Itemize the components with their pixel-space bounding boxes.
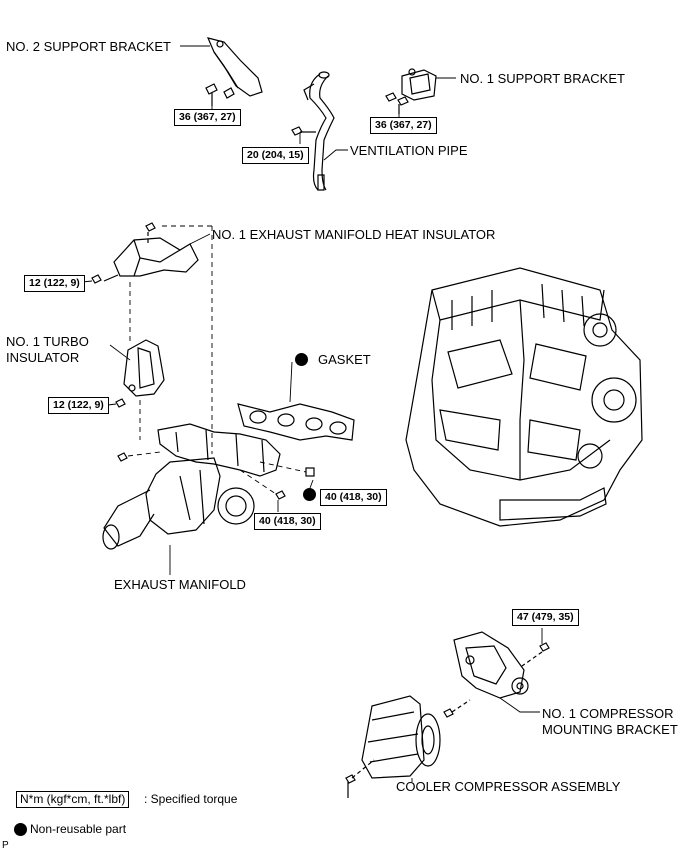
legend-non-reusable-marker bbox=[14, 823, 27, 836]
no2-support-bracket-part bbox=[205, 37, 263, 106]
leader-lines bbox=[81, 45, 543, 782]
no1-support-bracket-part bbox=[385, 68, 437, 114]
compressor-bracket-label-line1: NO. 1 COMPRESSOR bbox=[542, 706, 674, 721]
torque-no1-bracket: 36 (367, 27) bbox=[370, 117, 437, 134]
turbo-insulator-label-line2: INSULATOR bbox=[6, 350, 80, 365]
torque-compressor-bracket: 47 (479, 35) bbox=[512, 609, 579, 626]
ventilation-pipe-label: VENTILATION PIPE bbox=[350, 143, 468, 158]
legend-torque-desc: : Specified torque bbox=[144, 792, 238, 806]
no2-support-bracket-label: NO. 2 SUPPORT BRACKET bbox=[6, 39, 171, 54]
turbo-insulator-part bbox=[115, 339, 165, 408]
torque-manifold-nut: 40 (418, 30) bbox=[320, 489, 387, 506]
ventilation-pipe-part bbox=[291, 71, 335, 191]
gasket-part bbox=[237, 403, 355, 441]
torque-turbo-insulator: 12 (122, 9) bbox=[48, 397, 109, 414]
gasket-label: GASKET bbox=[318, 352, 371, 367]
compressor-assembly-part bbox=[345, 695, 471, 798]
legend-non-reusable: Non-reusable part bbox=[30, 822, 127, 836]
turbo-insulator-label-line1: NO. 1 TURBO bbox=[6, 334, 89, 349]
non-reusable-marker-nut bbox=[303, 488, 316, 501]
compressor-bracket-part bbox=[453, 631, 550, 699]
non-reusable-marker-gasket bbox=[295, 353, 308, 366]
heat-insulator-label: NO. 1 EXHAUST MANIFOLD HEAT INSULATOR bbox=[212, 227, 496, 242]
compressor-bracket-label-line2: MOUNTING BRACKET bbox=[542, 722, 678, 737]
compressor-assembly-label: COOLER COMPRESSOR ASSEMBLY bbox=[396, 779, 621, 794]
torque-manifold-bolt: 40 (418, 30) bbox=[254, 513, 321, 530]
exhaust-manifold-part bbox=[102, 423, 315, 550]
exhaust-manifold-label: EXHAUST MANIFOLD bbox=[114, 577, 246, 592]
engine-block-part bbox=[405, 267, 643, 527]
no1-support-bracket-label: NO. 1 SUPPORT BRACKET bbox=[460, 71, 625, 86]
alignment-lines bbox=[127, 225, 307, 495]
heat-insulator-part bbox=[91, 222, 199, 284]
torque-no2-bracket: 36 (367, 27) bbox=[174, 109, 241, 126]
legend-torque-unit: N*m (kgf*cm, ft.*lbf) bbox=[16, 791, 130, 808]
torque-ventilation-pipe: 20 (204, 15) bbox=[242, 147, 309, 164]
torque-heat-insulator: 12 (122, 9) bbox=[24, 275, 85, 292]
footer-mark: P bbox=[2, 840, 9, 851]
